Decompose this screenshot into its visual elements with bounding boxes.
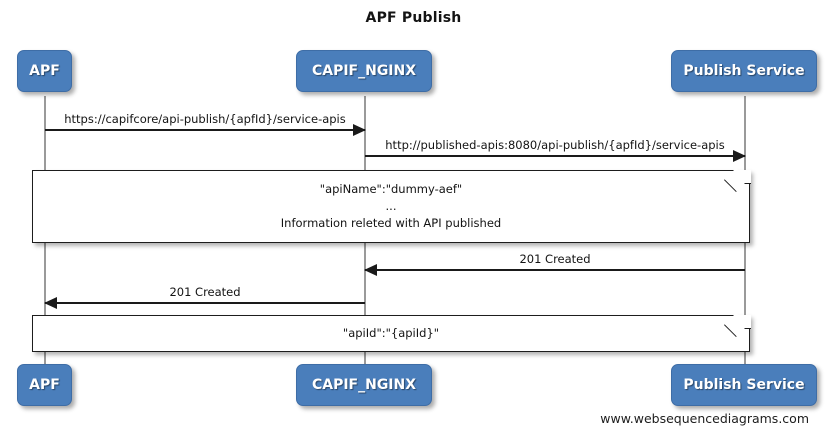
participant-label: CAPIF_NGINX [311, 63, 417, 79]
note-line: "apiName":"dummy-aef" [319, 182, 463, 196]
participant-capif-nginx-bottom[interactable]: CAPIF_NGINX [296, 364, 432, 406]
message-arrow-2 [365, 150, 746, 162]
arrowhead-right-icon [733, 150, 746, 162]
participant-apf-top[interactable]: APF [17, 50, 72, 92]
note-request-payload: "apiName":"dummy-aef" ... Information re… [32, 169, 751, 243]
note-fold-corner-icon [736, 169, 751, 184]
participant-label: Publish Service [683, 377, 805, 393]
participant-label: CAPIF_NGINX [311, 377, 417, 393]
note-response-payload: "apiId":"{apiId}" [32, 314, 751, 352]
participant-publish-service-top[interactable]: Publish Service [671, 50, 817, 92]
arrowhead-left-icon [44, 297, 57, 309]
participant-label: Publish Service [683, 63, 805, 79]
note-body: "apiName":"dummy-aef" ... Information re… [33, 171, 749, 242]
message-label-1: https://capifcore/api-publish/{apfId}/se… [64, 112, 346, 126]
note-line: Information releted with API published [280, 216, 502, 230]
message-arrow-1 [45, 124, 366, 136]
message-arrow-4 [44, 297, 365, 309]
page-title: APF Publish [365, 10, 462, 26]
message-label-4: 201 Created [169, 285, 241, 299]
message-label-3: 201 Created [519, 252, 591, 266]
message-arrow-3 [364, 264, 745, 276]
note-line: "apiId":"{apiId}" [342, 326, 440, 340]
participant-publish-service-bottom[interactable]: Publish Service [671, 364, 817, 406]
participant-label: APF [29, 63, 60, 79]
message-label-2: http://published-apis:8080/api-publish/{… [385, 138, 725, 152]
note-line: ... [385, 199, 397, 213]
arrowhead-left-icon [364, 264, 377, 276]
participant-capif-nginx-top[interactable]: CAPIF_NGINX [296, 50, 432, 92]
note-body: "apiId":"{apiId}" [33, 316, 749, 351]
arrowhead-right-icon [353, 124, 366, 136]
note-fold-corner-icon [736, 314, 751, 329]
footer-attribution: www.websequencediagrams.com [600, 411, 809, 426]
participant-apf-bottom[interactable]: APF [17, 364, 72, 406]
participant-label: APF [29, 377, 60, 393]
